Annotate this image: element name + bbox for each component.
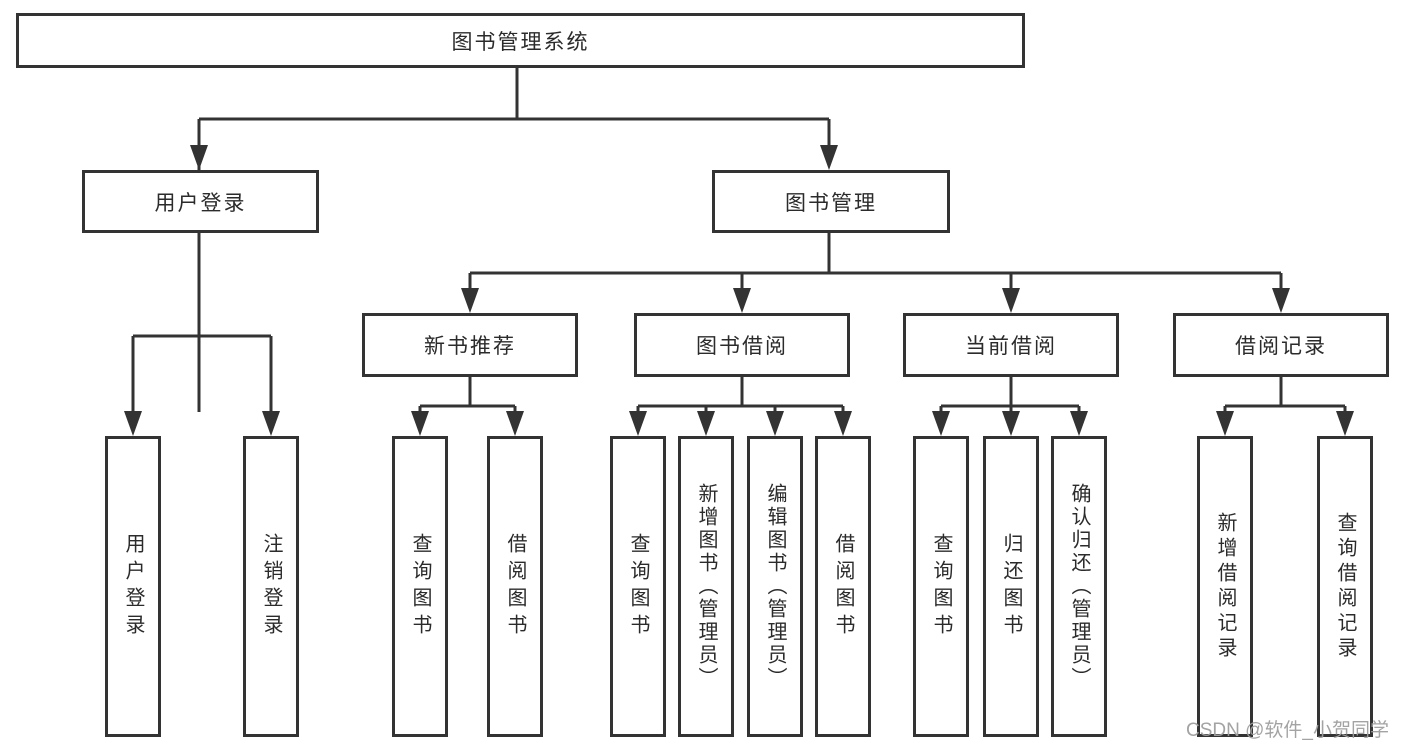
leaf-edit-book-admin-label: 编辑图书（管理员） xyxy=(764,483,786,690)
node-root: 图书管理系统 xyxy=(16,13,1025,68)
node-new-book-recommend: 新书推荐 xyxy=(362,313,578,377)
connector-user-login xyxy=(124,233,280,436)
leaf-query-books-1: 查询图书 xyxy=(392,436,448,737)
leaf-query-books-3-label: 查询图书 xyxy=(930,532,952,641)
leaf-confirm-return-admin-label: 确认归还（管理员） xyxy=(1068,483,1090,690)
leaf-user-login-label: 用户登录 xyxy=(122,532,144,641)
leaf-add-borrow-record: 新增借阅记录 xyxy=(1197,436,1253,737)
leaf-query-borrow-record-label: 查询借阅记录 xyxy=(1334,511,1356,662)
leaf-logout-label: 注销登录 xyxy=(260,532,282,641)
connector-root xyxy=(190,68,838,412)
connector-borrow-records xyxy=(1216,377,1354,436)
leaf-borrow-books-2-label: 借阅图书 xyxy=(832,532,854,641)
connector-new-book-recommend xyxy=(411,377,524,436)
connector-current-borrow xyxy=(932,377,1088,436)
leaf-query-books-2-label: 查询图书 xyxy=(627,532,649,641)
leaf-return-books: 归还图书 xyxy=(983,436,1039,737)
leaf-query-books-3: 查询图书 xyxy=(913,436,969,737)
leaf-return-books-label: 归还图书 xyxy=(1000,532,1022,641)
leaf-edit-book-admin: 编辑图书（管理员） xyxy=(747,436,803,737)
leaf-borrow-books-1: 借阅图书 xyxy=(487,436,543,737)
node-current-borrow: 当前借阅 xyxy=(903,313,1119,377)
connector-book-borrow xyxy=(629,377,852,436)
node-book-management: 图书管理 xyxy=(712,170,950,233)
node-book-borrow: 图书借阅 xyxy=(634,313,850,377)
leaf-borrow-books-2: 借阅图书 xyxy=(815,436,871,737)
node-borrow-records: 借阅记录 xyxy=(1173,313,1389,377)
leaf-user-login: 用户登录 xyxy=(105,436,161,737)
leaf-confirm-return-admin: 确认归还（管理员） xyxy=(1051,436,1107,737)
leaf-add-book-admin: 新增图书（管理员） xyxy=(678,436,734,737)
csdn-watermark: CSDN @软件_小贺同学 xyxy=(1186,720,1389,741)
leaf-query-borrow-record: 查询借阅记录 xyxy=(1317,436,1373,737)
leaf-query-books-1-label: 查询图书 xyxy=(409,532,431,641)
leaf-borrow-books-1-label: 借阅图书 xyxy=(504,532,526,641)
leaf-add-book-admin-label: 新增图书（管理员） xyxy=(695,483,717,690)
leaf-query-books-2: 查询图书 xyxy=(610,436,666,737)
leaf-logout: 注销登录 xyxy=(243,436,299,737)
leaf-add-borrow-record-label: 新增借阅记录 xyxy=(1214,511,1236,662)
node-user-login: 用户登录 xyxy=(82,170,319,233)
connector-book-management xyxy=(461,233,1290,313)
